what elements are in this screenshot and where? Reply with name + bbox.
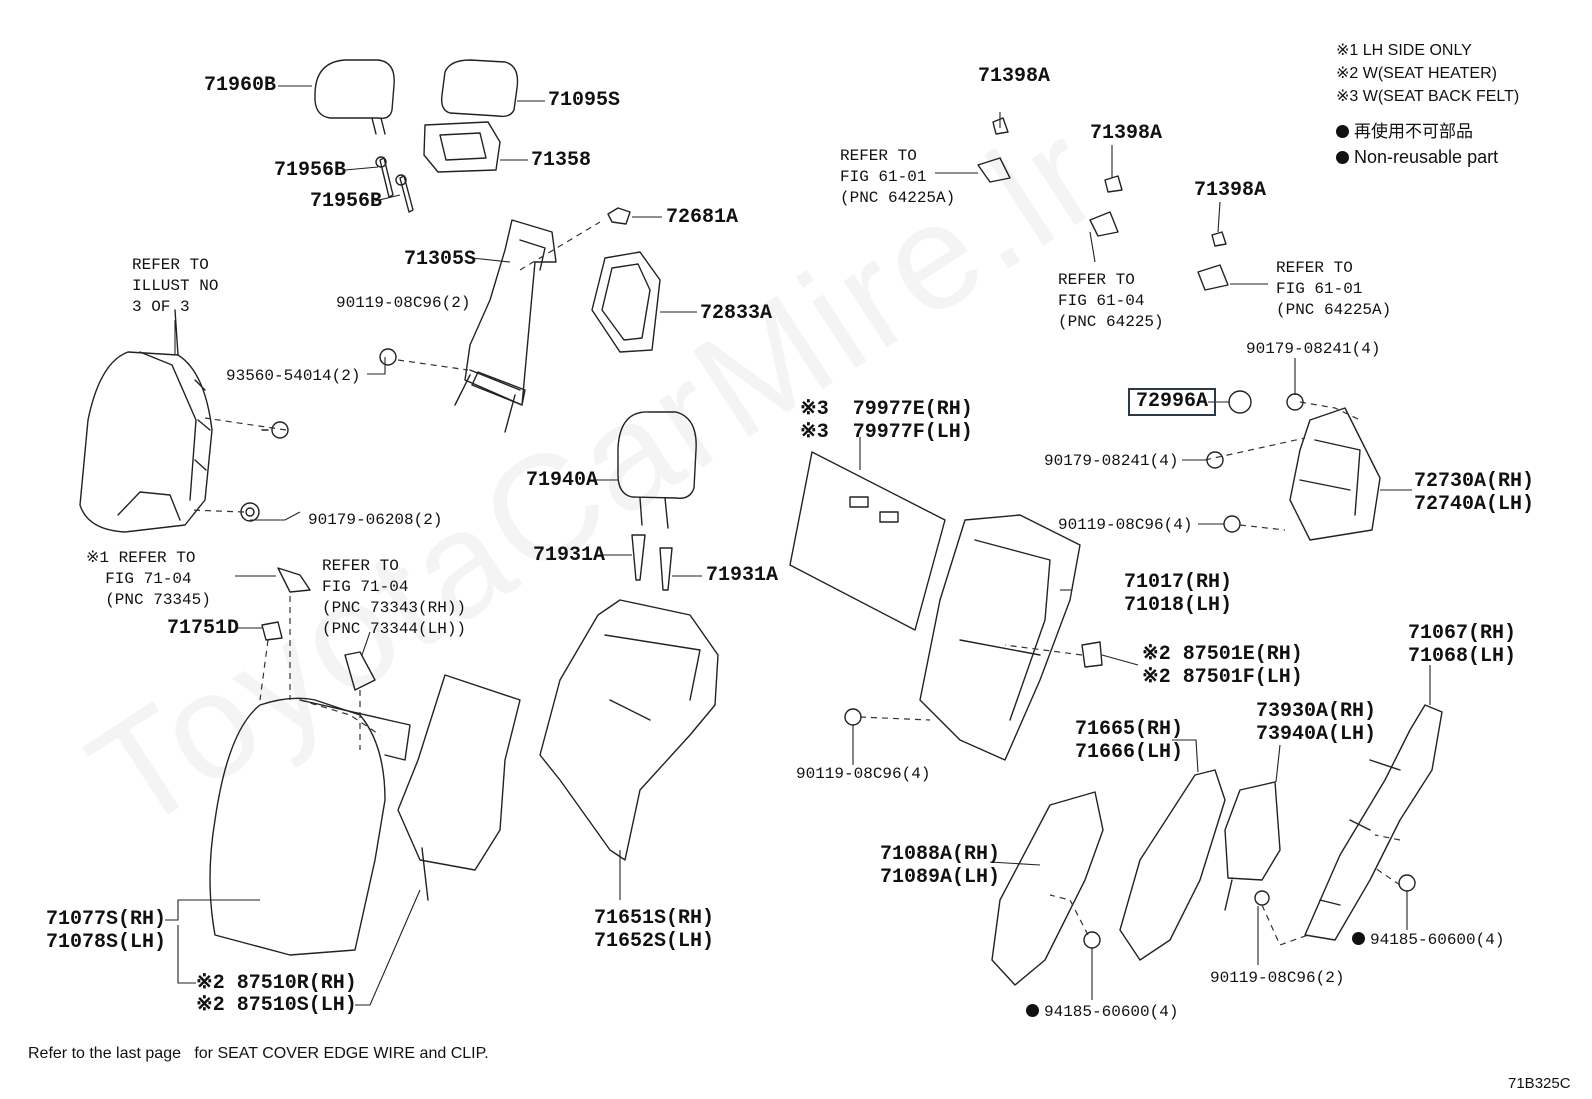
nonreusable-dot-icon	[1336, 151, 1349, 164]
label-71960b: 71960B	[204, 74, 277, 97]
ref-fig-61-01-b: REFER TO FIG 61-01 (PNC 64225A)	[1276, 259, 1392, 319]
label-79977e-79977f: ※3 79977E(RH) ※3 79977F(LH)	[800, 398, 973, 444]
rail-71067	[1304, 704, 1443, 941]
legend-nonreusable-en: Non-reusable part	[1336, 148, 1498, 166]
label-87510r-87510s: ※2 87510R(RH) ※2 87510S(LH)	[196, 972, 357, 1017]
label-71956b-a: 71956B	[274, 159, 347, 182]
label-71398a-c: 71398A	[1194, 179, 1267, 202]
label-71398a-b: 71398A	[1090, 122, 1163, 145]
footer-note: Refer to the last page for SEAT COVER ED…	[28, 1045, 489, 1062]
ref-fig-71-04-b: REFER TO FIG 71-04 (PNC 73343(RH)) (PNC …	[322, 557, 467, 638]
label-71665-71666: 71665(RH) 71666(LH)	[1075, 718, 1184, 764]
label-93560-54014: 93560-54014(2)	[226, 367, 361, 385]
label-71077s-71078s: 71077S(RH) 71078S(LH)	[46, 908, 167, 954]
label-72681a: 72681A	[666, 206, 739, 229]
side-cover-71088a	[991, 791, 1104, 986]
label-71095s: 71095S	[548, 89, 621, 112]
legend-note-2: ※2 W(SEAT HEATER)	[1336, 65, 1497, 82]
label-71398a-a: 71398A	[978, 65, 1051, 88]
label-90179-08241-b: 90179-08241(4)	[1044, 452, 1179, 470]
headrest-71940a	[617, 411, 697, 499]
seatback-pad-71077s	[209, 697, 386, 956]
legend-nonreusable-jp: 再使用不可部品	[1336, 123, 1473, 140]
ref-illust-3-of-3: REFER TO ILLUST NO 3 OF 3	[132, 256, 219, 316]
label-71088a-71089a: 71088A(RH) 71089A(LH)	[880, 843, 1001, 889]
label-90179-06208: 90179-06208(2)	[308, 511, 443, 529]
nonreusable-dot-icon	[1336, 125, 1349, 138]
label-90119-08c96-4a: 90119-08C96(4)	[1058, 516, 1193, 534]
label-71751d: 71751D	[167, 617, 240, 640]
bracket-72730a	[1289, 407, 1381, 541]
label-72730a-72740a: 72730A(RH) 72740A(LH)	[1414, 470, 1535, 516]
label-71305s: 71305S	[404, 248, 477, 271]
label-71358: 71358	[531, 149, 592, 172]
label-90119-08c96-4b: 90119-08C96(4)	[796, 765, 931, 783]
label-73930a-73940a: 73930A(RH) 73940A(LH)	[1256, 700, 1377, 746]
ref-fig-71-04-a: ※1 REFER TO FIG 71-04 (PNC 73345)	[86, 549, 211, 609]
label-94185-60600-b: 94185-60600(4)	[1352, 932, 1504, 948]
label-90119-08c96-2b: 90119-08C96(2)	[1210, 969, 1345, 987]
ref-fig-61-01-a: REFER TO FIG 61-01 (PNC 64225A)	[840, 147, 956, 207]
module-73930a	[1224, 781, 1281, 881]
frame-72833a	[591, 251, 661, 353]
armrest-assembly	[79, 351, 213, 533]
legend-note-3: ※3 W(SEAT BACK FELT)	[1336, 88, 1520, 105]
label-90119-08c96-2a: 90119-08C96(2)	[336, 294, 471, 312]
label-90179-08241-a: 90179-08241(4)	[1246, 340, 1381, 358]
label-71067-71068: 71067(RH) 71068(LH)	[1408, 622, 1517, 668]
legend-note-1: ※1 LH SIDE ONLY	[1336, 42, 1472, 59]
label-71956b-b: 71956B	[310, 190, 383, 213]
headrest-cover-71095s	[440, 59, 519, 118]
label-87501e-87501f: ※2 87501E(RH) ※2 87501F(LH)	[1142, 643, 1303, 689]
label-71931a-b: 71931A	[706, 564, 779, 587]
label-71651s-71652s: 71651S(RH) 71652S(LH)	[594, 907, 715, 953]
seatback-pad-71651s	[539, 599, 719, 861]
label-71931a-a: 71931A	[533, 544, 606, 567]
label-71017-71018: 71017(RH) 71018(LH)	[1124, 571, 1233, 617]
ref-fig-61-04: REFER TO FIG 61-04 (PNC 64225)	[1058, 271, 1164, 331]
seat-heater-87510	[397, 674, 521, 871]
seatback-felt-79977	[789, 451, 946, 631]
label-94185-60600-a: 94185-60600(4)	[1026, 1004, 1178, 1020]
label-72833a: 72833A	[700, 302, 773, 325]
footer-diagram-code: 71B325C	[1508, 1075, 1571, 1092]
headrest-frame-71358	[423, 121, 501, 173]
label-71940a: 71940A	[526, 469, 599, 492]
seatback-frame-71305s	[464, 219, 557, 406]
side-pad-71665	[1119, 769, 1226, 961]
label-72996a-highlighted[interactable]: 72996A	[1128, 388, 1217, 416]
nonreusable-dot-icon	[1352, 932, 1365, 945]
seatback-frame-71017	[919, 514, 1081, 761]
nonreusable-dot-icon	[1026, 1004, 1039, 1017]
headrest-71960b	[314, 59, 395, 120]
